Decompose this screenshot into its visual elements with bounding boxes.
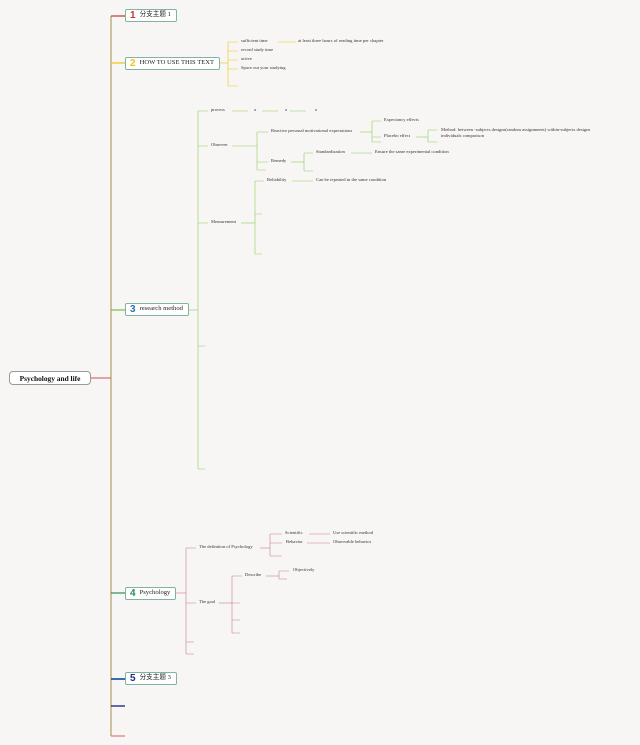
branch-2[interactable]: 2 HOW TO USE THIS TEXT (125, 57, 221, 70)
b3-measurement[interactable]: Measurement (211, 219, 237, 224)
branch-5-label: 分支主题 3 (139, 674, 171, 682)
b4-objectively[interactable]: Objectively (293, 567, 315, 572)
branch-1-number: 1 (130, 9, 136, 21)
branch-1-label: 分支主题 1 (139, 11, 171, 19)
b4-describe[interactable]: Describe (245, 572, 262, 577)
b2-space-out[interactable]: Space out your studying (241, 65, 286, 70)
b2-connectors (217, 41, 296, 87)
b3-reliability-note[interactable]: Can be repeated in the same condition (316, 177, 387, 182)
b3-placebo[interactable]: Placebo effect (384, 133, 411, 138)
branch-2-label: HOW TO USE THIS TEXT (139, 59, 215, 67)
b3-connectors (188, 110, 437, 470)
b3-standardization[interactable]: Standardization (316, 149, 345, 154)
b4-connectors (176, 533, 330, 655)
b3-expectancy[interactable]: Expectancy effects (384, 117, 419, 122)
b3-process-a3[interactable]: a (315, 107, 318, 112)
branch-3-number: 3 (130, 303, 136, 315)
branch-1[interactable]: 1 分支主题 1 (125, 9, 177, 22)
branch-4[interactable]: 4 Psychology (125, 587, 177, 600)
b4-behavior-note[interactable]: Observable behavior (333, 539, 372, 544)
b2-three-hours[interactable]: at least three hours of reading time per… (298, 38, 384, 43)
branch-3[interactable]: 3 research method (125, 303, 189, 316)
branch-2-number: 2 (130, 57, 136, 69)
branch-3-label: research method (139, 305, 183, 313)
b4-scientific-note[interactable]: Use scientific method (333, 530, 374, 535)
b2-sufficient-time[interactable]: sufficient time (241, 38, 268, 43)
b4-scientific[interactable]: Scientific (285, 530, 303, 535)
b4-definition[interactable]: The definition of Psychology (199, 544, 253, 549)
b3-observer[interactable]: Observer (211, 142, 228, 147)
b2-record-study-time[interactable]: record study time (241, 47, 274, 52)
b4-behavior[interactable]: Behavior (286, 539, 303, 544)
root-connectors (91, 15, 125, 737)
b2-active[interactable]: active (241, 56, 252, 61)
b3-reactive[interactable]: Reactive personal motivational expectati… (271, 128, 353, 133)
branch-4-label: Psychology (139, 589, 171, 597)
b3-process-a2[interactable]: a (285, 107, 288, 112)
b3-process[interactable]: process (211, 107, 225, 112)
b3-placebo-note[interactable]: Method: between -subjects designs(random… (441, 127, 591, 138)
b3-standard-note[interactable]: Ensure the same experimental condition (375, 149, 449, 154)
root-topic[interactable]: Psychology and life (9, 371, 91, 385)
b3-process-a1[interactable]: a (254, 107, 257, 112)
b3-remedy[interactable]: Remedy (271, 158, 287, 163)
branch-4-number: 4 (130, 587, 136, 599)
b3-reliability[interactable]: Reliability (267, 177, 287, 182)
b4-goal[interactable]: The goal (199, 599, 216, 604)
branch-5[interactable]: 5 分支主题 3 (125, 672, 177, 685)
branch-5-number: 5 (130, 672, 136, 684)
